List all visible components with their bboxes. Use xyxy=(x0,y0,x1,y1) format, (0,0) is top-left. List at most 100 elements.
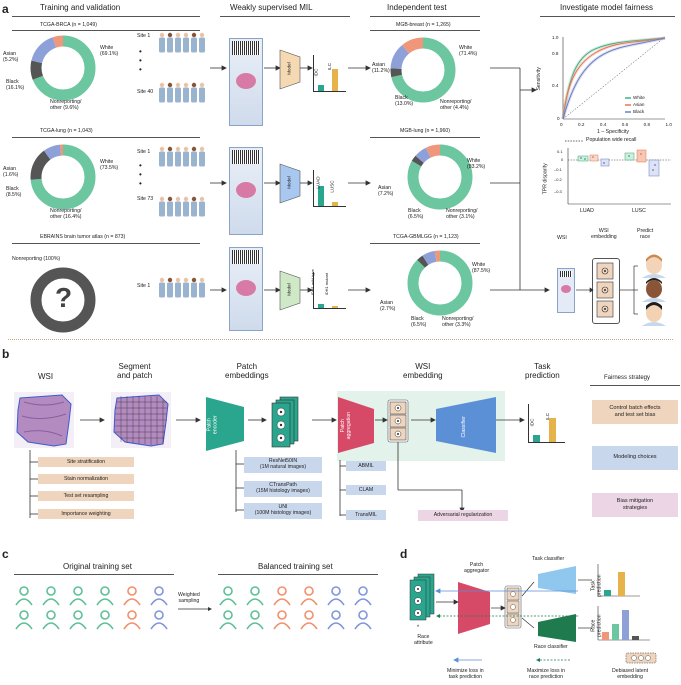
person-icon xyxy=(150,610,168,630)
d-patch-agg-label: Patch aggregator xyxy=(464,562,490,574)
row1-train-nonrep: Nonreporting/ other (9.6%) xyxy=(50,99,82,111)
patient-figure xyxy=(199,196,205,217)
person-icon xyxy=(69,610,87,630)
d-race-cls-label: Race classifier xyxy=(534,644,568,650)
patient-figure xyxy=(183,196,189,217)
person-icon xyxy=(300,610,318,630)
header-fairness-rule xyxy=(540,16,675,17)
row2-train-nonrep: Nonreporting/ other (16.4%) xyxy=(50,208,82,220)
b-wsi-emb-tokens xyxy=(387,399,409,443)
row2-test-donut xyxy=(407,144,473,210)
b-fairness-title: Fairness strategy xyxy=(604,375,651,381)
patient-figure xyxy=(191,82,197,103)
person-icon xyxy=(42,610,60,630)
d-race-attr-label: Race attribute xyxy=(414,634,433,646)
tpr-ytick-2: –0.1 xyxy=(554,167,562,172)
b-fairness-bias: Bias mitigation strategies xyxy=(592,493,678,517)
row3-test-donut xyxy=(407,250,473,316)
b-option-site-stratification: Site stratification xyxy=(38,457,134,467)
patient-figure xyxy=(167,196,173,217)
panel-c-letter: c xyxy=(2,547,9,561)
row1-test-white: White (71.4%) xyxy=(459,45,478,57)
roc-xlabel: 1 – Specificity xyxy=(597,129,630,135)
row1-test-donut xyxy=(390,37,456,103)
person-icon xyxy=(150,586,168,606)
row2-bar-label-1: LUSC xyxy=(329,180,335,193)
patient-figure xyxy=(183,82,189,103)
row3-test-black: Black (6.5%) xyxy=(411,316,427,328)
d-debiased-label: Debiased latent embedding xyxy=(612,668,649,680)
tpr-legend: Population wide recall xyxy=(586,137,637,143)
row3-bars xyxy=(313,272,346,309)
b-wsi-label: WSI xyxy=(38,372,54,381)
row2-test-title: MGB-lung (n = 1,960) xyxy=(400,128,451,134)
separator-a-b xyxy=(8,339,673,340)
b-wsi-tissue xyxy=(14,392,74,448)
row2-test-asian: Asian (7.2%) xyxy=(378,185,394,197)
row3-train-nonrep: Nonreporting (100%) xyxy=(12,256,61,262)
patient-figure xyxy=(199,32,205,53)
c-balanced-label: Balanced training set xyxy=(258,562,333,571)
patient-figure xyxy=(159,196,165,217)
row1-train-rule xyxy=(12,30,200,31)
header-independent: Independent test xyxy=(387,3,447,12)
b-wsi-emb-label: WSI embedding xyxy=(403,362,443,380)
b-option-stain-normalization: Stain normalization xyxy=(38,474,134,484)
person-icon xyxy=(327,610,345,630)
person-icon xyxy=(96,586,114,606)
roc-ytick-5: 1.0 xyxy=(552,35,559,40)
row3-question-mark: ? xyxy=(55,282,73,313)
person-icon xyxy=(354,610,372,630)
patient-figure xyxy=(167,32,173,53)
b-patch-encoder-label: Patch encoder xyxy=(206,415,219,435)
row3-train-rule xyxy=(12,243,200,244)
row1-site-last: Site 40 xyxy=(137,89,154,95)
person-icon xyxy=(42,586,60,606)
roc-xtick-1: 0.2 xyxy=(578,122,585,127)
row2-train-asian: Asian (1.6%) xyxy=(3,166,19,178)
header-mil: Weakly supervised MIL xyxy=(230,3,313,12)
face-black xyxy=(642,278,666,302)
c-balanced-people xyxy=(219,586,372,630)
b-bar-label-0: IDC xyxy=(529,418,535,427)
c-original-rule xyxy=(14,574,174,575)
row1-model-shape xyxy=(279,49,301,90)
b-patch-agg-shape xyxy=(338,397,374,453)
d-min-loss-label: Minimize loss in task prediction xyxy=(447,668,484,680)
tpr-ylabel: TPR disparity xyxy=(542,163,549,195)
patient-figure xyxy=(159,82,165,103)
row3-site-first: Site 1 xyxy=(137,283,151,289)
patient-figure xyxy=(167,82,173,103)
models xyxy=(279,49,301,311)
header-fairness: Investigate model fairness xyxy=(560,3,653,12)
row3-train-donut xyxy=(30,267,96,333)
person-icon xyxy=(219,610,237,630)
svg-text:*: * xyxy=(417,625,420,631)
patient-figure xyxy=(159,277,165,298)
b-fairness-batch: Control batch effects and test set bias xyxy=(592,400,678,424)
row2-site-last: Site 73 xyxy=(137,196,154,202)
b-encoder-uni: UNI (100M histology images) xyxy=(244,503,322,519)
patient-figure xyxy=(175,32,181,53)
person-icon xyxy=(327,586,345,606)
row1-test-asian: Asian (11.2%) xyxy=(372,62,390,74)
b-fairness-rule xyxy=(590,385,680,386)
roc-ytick-4: 0.8 xyxy=(552,51,559,56)
row1-slide xyxy=(229,38,263,126)
race-embedding-label: WSI embedding xyxy=(591,228,617,240)
row3-persons xyxy=(159,277,205,298)
patient-figure xyxy=(183,146,189,167)
race-wsi-label: WSI xyxy=(557,235,567,241)
patient-figure xyxy=(183,277,189,298)
tpr-group-0: LUAD xyxy=(580,208,594,214)
roc-xtick-5: 1.0 xyxy=(665,122,672,127)
race-embedding-cells xyxy=(596,262,614,318)
row1-site-first: Site 1 xyxy=(137,33,151,39)
row2-train-title: TCGA-lung (n = 1,043) xyxy=(40,128,93,134)
roc-xtick-2: 0.4 xyxy=(599,122,607,127)
row3-test-white: White (87.5%) xyxy=(472,262,491,274)
d-max-loss-label: Maximize loss in race prediction xyxy=(527,668,566,680)
tpr-group-1: LUSC xyxy=(632,208,646,214)
row1-bars xyxy=(313,55,346,92)
row1-persons xyxy=(159,32,205,103)
